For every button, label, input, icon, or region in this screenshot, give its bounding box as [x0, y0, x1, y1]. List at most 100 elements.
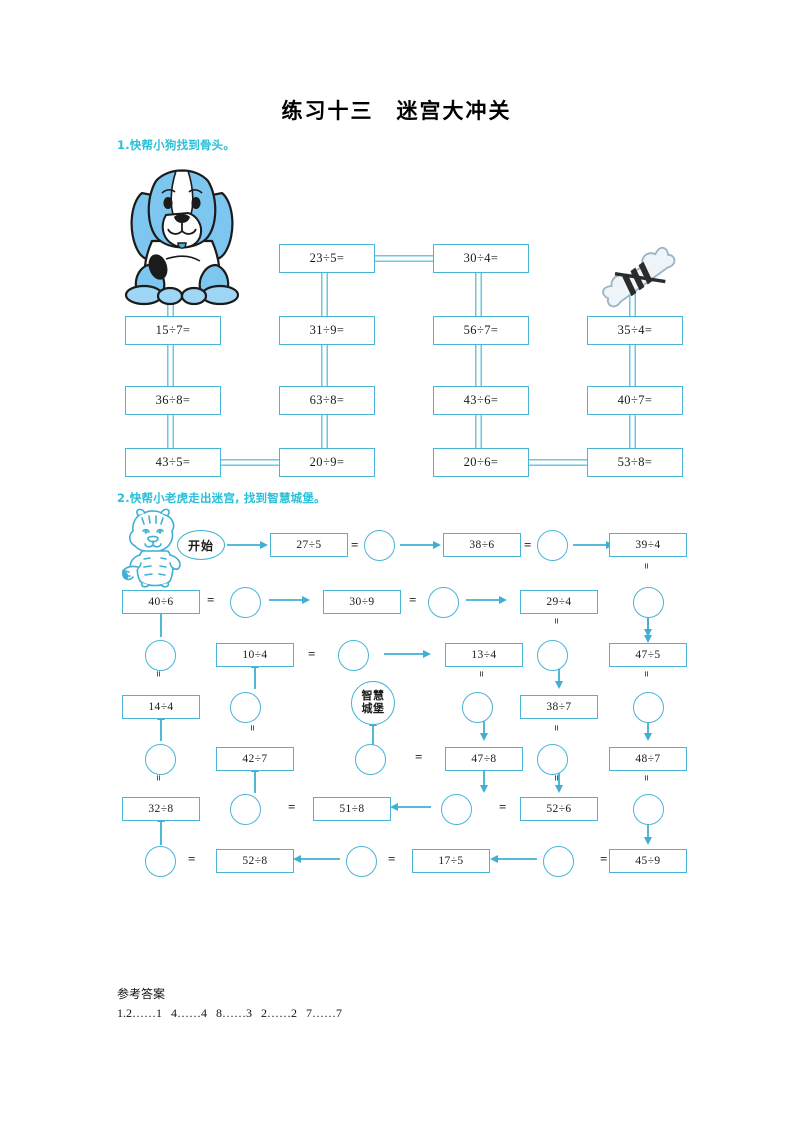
maze2-arrow-left	[390, 801, 432, 813]
maze1-cell[interactable]: 43÷5=	[125, 448, 221, 477]
answer-key: 参考答案 1.2……1 4……4 8……3 2……2 7……7	[117, 985, 342, 1022]
section-1-prompt: 1.快帮小狗找到骨头。	[117, 138, 236, 152]
maze2-arrow-right	[384, 648, 432, 660]
maze2-answer-circle[interactable]	[462, 692, 493, 723]
maze2-castle-node: 智慧 城堡	[351, 681, 395, 725]
maze2-arrow-left	[293, 853, 341, 865]
maze1-cell[interactable]: 35÷4=	[587, 316, 683, 345]
maze2-equals: =	[388, 851, 396, 866]
maze2-cell[interactable]: 52÷6	[520, 797, 598, 821]
maze2-answer-circle[interactable]	[230, 587, 261, 618]
maze2-cell[interactable]: 38÷7	[520, 695, 598, 719]
maze1-cell[interactable]: 43÷6=	[433, 386, 529, 415]
maze2-cell[interactable]: 39÷4	[609, 533, 687, 557]
maze2-answer-circle[interactable]	[355, 744, 386, 775]
maze2-equals-vertical: =	[550, 774, 563, 782]
maze1-connector-horizontal	[373, 254, 433, 263]
maze2-cell[interactable]: 17÷5	[412, 849, 490, 873]
maze2-answer-circle[interactable]	[537, 530, 568, 561]
maze1-cell[interactable]: 63÷8=	[279, 386, 375, 415]
maze1-cell[interactable]: 30÷4=	[433, 244, 529, 273]
maze2-equals-vertical: =	[550, 617, 563, 625]
maze2-answer-circle[interactable]	[230, 794, 261, 825]
maze2-answer-circle[interactable]	[145, 640, 176, 671]
maze2-equals: =	[499, 799, 507, 814]
maze2-cell[interactable]: 30÷9	[323, 590, 401, 614]
maze2-arrow-right	[466, 594, 508, 606]
maze2-equals-vertical: =	[475, 670, 488, 678]
maze2-cell[interactable]: 47÷8	[445, 747, 523, 771]
tiger-illustration	[120, 505, 196, 589]
maze1-connector-vertical	[320, 268, 329, 316]
maze1-cell[interactable]: 15÷7=	[125, 316, 221, 345]
maze2-cell[interactable]: 29÷4	[520, 590, 598, 614]
maze1-connector-vertical	[320, 410, 329, 448]
maze2-arrow-right	[400, 539, 442, 551]
maze2-start-node: 开始	[177, 530, 225, 560]
maze2-cell[interactable]: 45÷9	[609, 849, 687, 873]
maze1-cell[interactable]: 53÷8=	[587, 448, 683, 477]
bone-illustration	[591, 240, 687, 312]
maze2-equals: =	[409, 592, 417, 607]
maze2-arrow-right	[227, 539, 269, 551]
maze2-answer-circle[interactable]	[633, 692, 664, 723]
maze2-answer-circle[interactable]	[633, 794, 664, 825]
maze2-answer-circle[interactable]	[346, 846, 377, 877]
maze2-cell[interactable]: 42÷7	[216, 747, 294, 771]
maze2-answer-circle[interactable]	[145, 846, 176, 877]
answer-key-line: 1.2……1 4……4 8……3 2……2 7……7	[117, 1005, 342, 1020]
maze2-cell[interactable]: 40÷6	[122, 590, 200, 614]
maze2-cell[interactable]: 14÷4	[122, 695, 200, 719]
maze2-cell[interactable]: 32÷8	[122, 797, 200, 821]
maze1-cell[interactable]: 36÷8=	[125, 386, 221, 415]
maze2-cell[interactable]: 51÷8	[313, 797, 391, 821]
maze2-cell[interactable]: 10÷4	[216, 643, 294, 667]
maze2-equals: =	[600, 851, 608, 866]
maze2-answer-circle[interactable]	[441, 794, 472, 825]
maze2-arrow-down	[642, 616, 654, 644]
maze1-cell[interactable]: 31÷9=	[279, 316, 375, 345]
maze1-cell[interactable]: 40÷7=	[587, 386, 683, 415]
maze2-equals: =	[524, 537, 532, 552]
maze1-bone-connector	[628, 296, 637, 316]
maze1-connector-vertical	[166, 410, 175, 448]
maze2-equals-vertical: =	[152, 670, 165, 678]
maze2-answer-circle[interactable]	[537, 744, 568, 775]
maze2-cell[interactable]: 38÷6	[443, 533, 521, 557]
maze2-answer-circle[interactable]	[145, 744, 176, 775]
maze2-answer-circle[interactable]	[633, 587, 664, 618]
maze2-equals: =	[288, 799, 296, 814]
maze2-answer-circle[interactable]	[364, 530, 395, 561]
section-2-prompt: 2.快帮小老虎走出迷宫, 找到智慧城堡。	[117, 491, 326, 505]
castle-label-line1: 智慧	[361, 689, 385, 703]
maze2-equals: =	[415, 749, 423, 764]
maze2-answer-circle[interactable]	[543, 846, 574, 877]
maze2-cell[interactable]: 13÷4	[445, 643, 523, 667]
maze1-cell[interactable]: 23÷5=	[279, 244, 375, 273]
maze2-equals-vertical: =	[152, 774, 165, 782]
maze2-equals: =	[207, 592, 215, 607]
maze1-connector-vertical	[320, 340, 329, 386]
maze1-connector-vertical	[474, 410, 483, 448]
maze2-equals-vertical: =	[640, 562, 653, 570]
maze1-cell[interactable]: 56÷7=	[433, 316, 529, 345]
maze2-cell[interactable]: 47÷5	[609, 643, 687, 667]
maze2-answer-circle[interactable]	[338, 640, 369, 671]
maze2-cell[interactable]: 52÷8	[216, 849, 294, 873]
maze1-dog-connector	[166, 296, 175, 316]
maze2-answer-circle[interactable]	[428, 587, 459, 618]
maze1-connector-vertical	[474, 340, 483, 386]
maze2-equals-vertical: =	[550, 724, 563, 732]
maze2-equals-vertical: =	[640, 774, 653, 782]
maze1-cell[interactable]: 20÷6=	[433, 448, 529, 477]
maze2-cell[interactable]: 48÷7	[609, 747, 687, 771]
maze2-cell[interactable]: 27÷5	[270, 533, 348, 557]
maze2-equals: =	[308, 646, 316, 661]
answer-key-heading: 参考答案	[117, 987, 166, 1001]
maze2-answer-circle[interactable]	[230, 692, 261, 723]
maze2-equals: =	[188, 851, 196, 866]
maze2-answer-circle[interactable]	[537, 640, 568, 671]
maze2-equals: =	[351, 537, 359, 552]
maze1-cell[interactable]: 20÷9=	[279, 448, 375, 477]
